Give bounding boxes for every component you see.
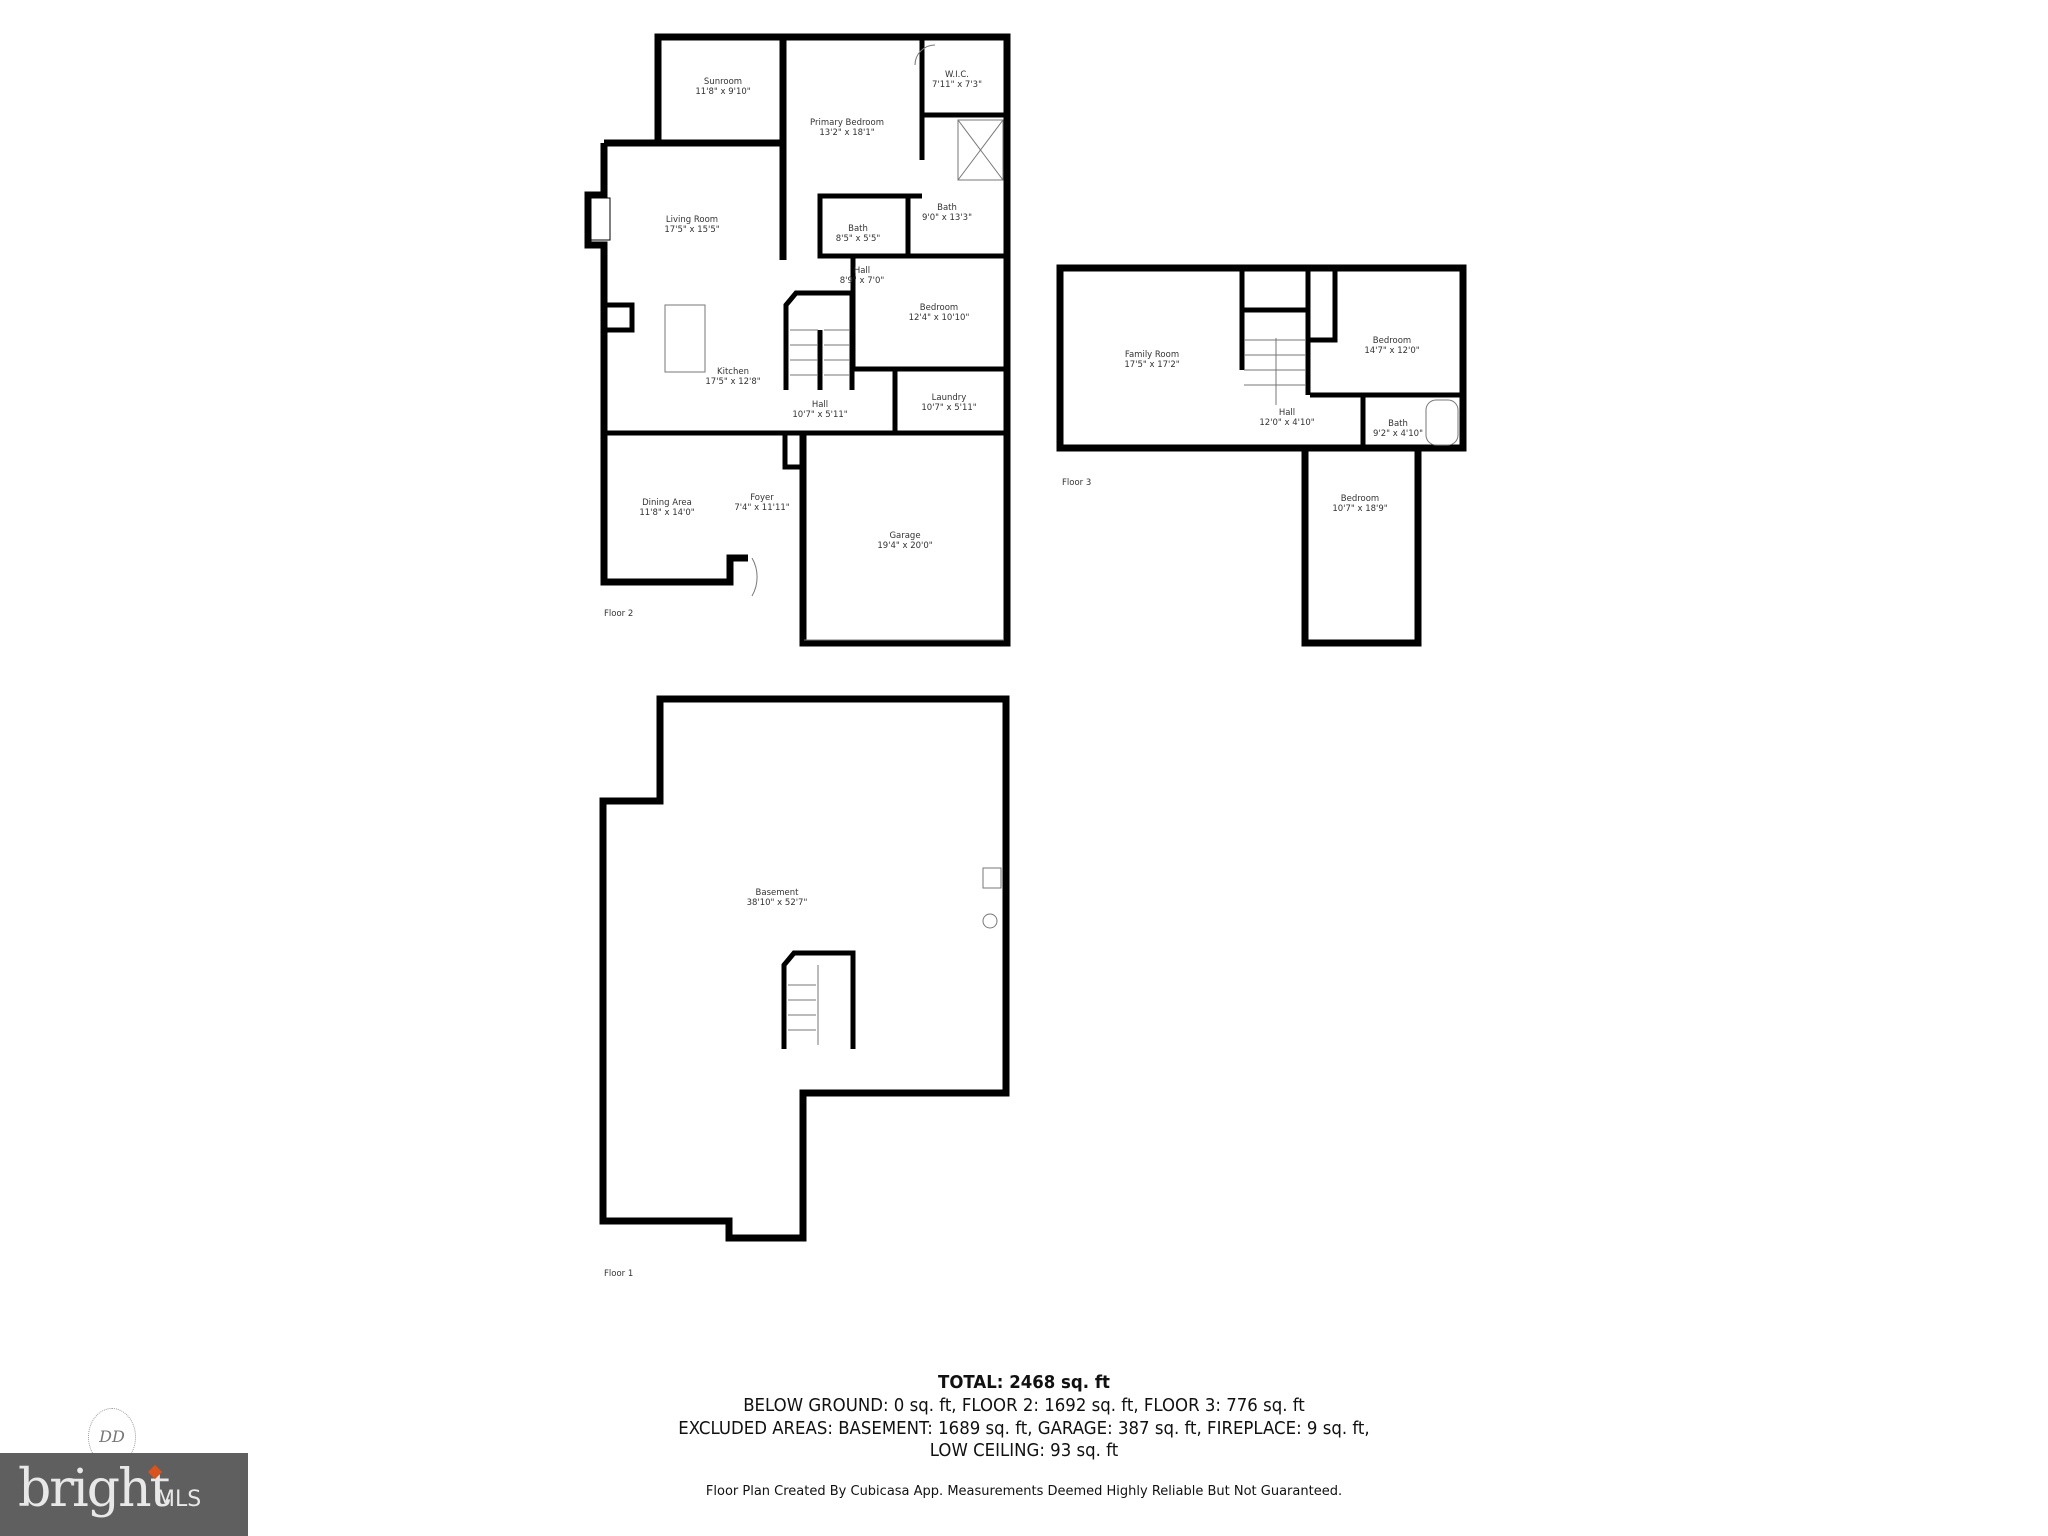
- excluded-areas: EXCLUDED AREAS: BASEMENT: 1689 sq. ft, G…: [678, 1418, 1370, 1439]
- low-ceiling: LOW CEILING: 93 sq. ft: [929, 1440, 1119, 1461]
- room-dimensions: 17'5" x 15'5": [664, 225, 719, 235]
- room-name: Kitchen: [717, 367, 749, 377]
- room-dimensions: 8'5" x 5'5": [836, 234, 881, 244]
- floor-label: Floor 2: [604, 609, 633, 619]
- room-dimensions: 13'2" x 18'1": [819, 128, 874, 138]
- room-dimensions: 38'10" x 52'7": [747, 898, 808, 908]
- room-name: Hall: [854, 266, 870, 276]
- room-name: Bedroom: [920, 303, 958, 313]
- room-dimensions: 11'8" x 14'0": [639, 508, 694, 518]
- floor-3-walls: [1056, 264, 1467, 647]
- room-dimensions: 10'7" x 18'9": [1332, 504, 1387, 514]
- room-dimensions: 8'9" x 7'0": [840, 276, 885, 286]
- room-name: Garage: [889, 531, 920, 541]
- room-name: Primary Bedroom: [810, 118, 884, 128]
- room-dimensions: 10'7" x 5'11": [921, 403, 976, 413]
- area-breakdown: BELOW GROUND: 0 sq. ft, FLOOR 2: 1692 sq…: [743, 1395, 1305, 1416]
- stairs-floor-2: [790, 329, 850, 376]
- room-dimensions: 7'11" x 7'3": [932, 80, 982, 90]
- room-name: Sunroom: [704, 77, 742, 87]
- room-dimensions: 11'8" x 9'10": [695, 87, 750, 97]
- room-dimensions: 17'5" x 17'2": [1124, 360, 1179, 370]
- stairs-floor-3: [1244, 338, 1306, 405]
- disclaimer: Floor Plan Created By Cubicasa App. Meas…: [705, 1484, 1343, 1499]
- room-dimensions: 7'4" x 11'11": [734, 503, 789, 513]
- floor-1-walls: [599, 695, 1010, 1242]
- room-dimensions: 12'4" x 10'10": [909, 313, 970, 323]
- room-dimensions: 9'0" x 13'3": [922, 213, 972, 223]
- door-swing: [751, 557, 758, 597]
- room-name: W.I.C.: [945, 70, 969, 80]
- room-name: Living Room: [666, 215, 718, 225]
- room-name: Bedroom: [1373, 336, 1411, 346]
- room-dimensions: 14'7" x 12'0": [1364, 346, 1419, 356]
- room-name: Dining Area: [642, 498, 692, 508]
- room-dimensions: 12'0" x 4'10": [1259, 418, 1314, 428]
- room-name: Hall: [1279, 408, 1295, 418]
- room-name: Foyer: [750, 493, 774, 503]
- bright-mls-logo: bright MLS: [0, 1453, 248, 1536]
- room-name: Bath: [848, 224, 868, 234]
- room-name: Family Room: [1125, 350, 1179, 360]
- room-name: Basement: [756, 888, 800, 898]
- room-name: Bedroom: [1341, 494, 1379, 504]
- floor-label: Floor 1: [604, 1269, 633, 1279]
- room-name: Bath: [937, 203, 957, 213]
- room-dimensions: 17'5" x 12'8": [705, 377, 760, 387]
- floor-2-walls: [584, 33, 1011, 647]
- room-name: Laundry: [932, 393, 967, 403]
- total-area: TOTAL: 2468 sq. ft: [938, 1372, 1110, 1393]
- floor-label: Floor 3: [1062, 478, 1091, 488]
- room-dimensions: 19'4" x 20'0": [877, 541, 932, 551]
- room-name: Hall: [812, 400, 828, 410]
- room-name: Bath: [1388, 419, 1408, 429]
- logo-suffix: MLS: [156, 1487, 202, 1512]
- room-dimensions: 10'7" x 5'11": [792, 410, 847, 420]
- logo-brand: bright: [18, 1459, 170, 1519]
- room-dimensions: 9'2" x 4'10": [1373, 429, 1423, 439]
